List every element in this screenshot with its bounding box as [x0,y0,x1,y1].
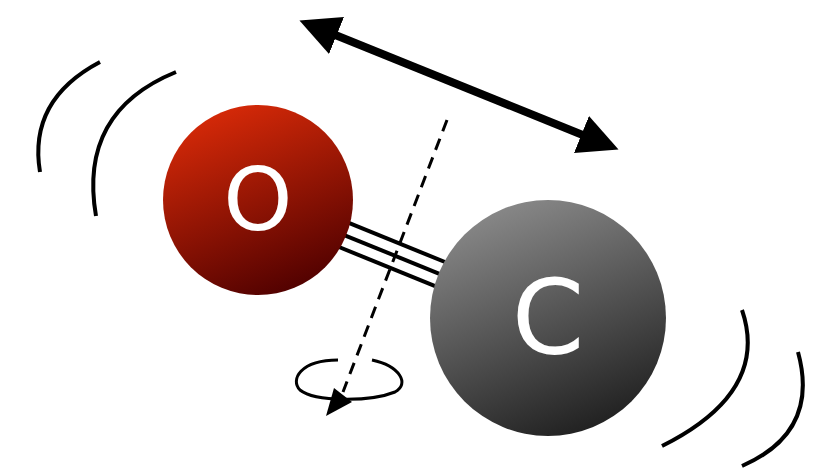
rotation-loop [296,360,402,399]
vibration-arrow [318,28,600,142]
element-symbol: C [512,266,585,370]
oxygen-atom: O [163,105,353,295]
element-symbol: O [223,156,292,244]
motion-arc [662,310,748,446]
motion-arc [38,62,100,172]
carbon-atom: C [430,200,666,436]
motion-arc [742,352,803,466]
triple-bond [333,220,452,288]
rotation-arrowhead [326,388,352,416]
